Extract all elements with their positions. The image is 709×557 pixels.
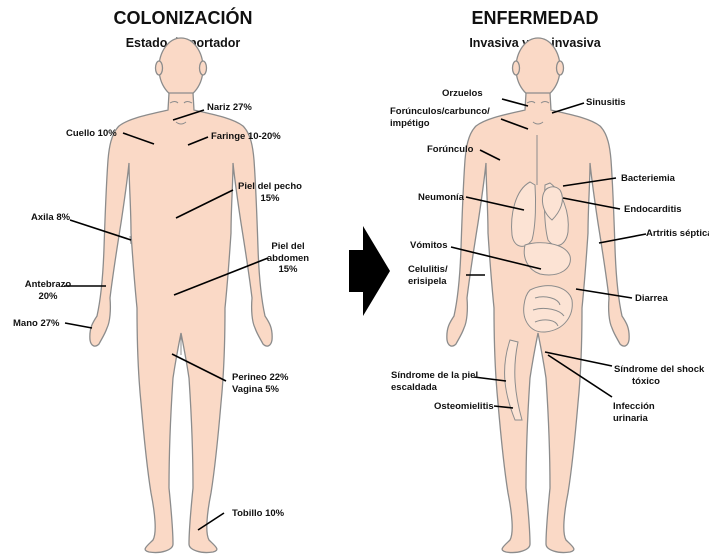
label-sindrome-piel-line2: escaldada: [391, 382, 478, 394]
label-nariz: Nariz 27%: [207, 102, 252, 114]
label-endocarditis: Endocarditis: [624, 204, 682, 216]
label-tobillo: Tobillo 10%: [232, 508, 284, 520]
label-neumonia: Neumonía: [418, 192, 464, 204]
label-forunculos: Forúnculos/carbunco/ impétigo: [390, 106, 490, 129]
label-piel-pecho-line1: Piel del pecho: [234, 181, 306, 193]
label-shock-line2: tóxico: [614, 376, 704, 388]
label-artritis: Artritis séptica: [646, 228, 709, 240]
label-diarrea: Diarrea: [635, 293, 668, 305]
label-faringe: Faringe 10-20%: [211, 131, 281, 143]
label-cuello: Cuello 10%: [66, 128, 117, 140]
label-piel-pecho: Piel del pecho 15%: [234, 181, 306, 204]
label-axila: Axila 8%: [31, 212, 70, 224]
label-piel-abdomen-line3: 15%: [266, 264, 310, 276]
label-infeccion-urinaria: Infección urinaria: [613, 401, 655, 424]
label-bacteriemia: Bacteriemia: [621, 173, 675, 185]
transition-arrow: [349, 226, 390, 316]
label-perineo: Perineo 22%: [232, 372, 289, 384]
label-celulitis-line2: erisipela: [408, 276, 448, 288]
label-osteomielitis: Osteomielitis: [434, 401, 494, 413]
label-sindrome-piel: Síndrome de la piel escaldada: [391, 370, 478, 393]
label-shock: Síndrome del shock tóxico: [614, 364, 704, 387]
label-piel-abdomen-line2: abdomen: [266, 253, 310, 265]
label-antebrazo-line1: Antebrazo: [22, 279, 74, 291]
label-celulitis: Celulitis/ erisipela: [408, 264, 448, 287]
label-forunculo: Forúnculo: [427, 144, 473, 156]
label-sinusitis: Sinusitis: [586, 97, 626, 109]
label-infeccion-urinaria-line2: urinaria: [613, 413, 655, 425]
label-forunculos-line2: impétigo: [390, 118, 490, 130]
label-perineo-vagina: Perineo 22% Vagina 5%: [232, 372, 289, 395]
label-mano: Mano 27%: [13, 318, 59, 330]
label-infeccion-urinaria-line1: Infección: [613, 401, 655, 413]
label-vomitos: Vómitos: [410, 240, 447, 252]
label-vagina: Vagina 5%: [232, 384, 289, 396]
label-celulitis-line1: Celulitis/: [408, 264, 448, 276]
label-sindrome-piel-line1: Síndrome de la piel: [391, 370, 478, 382]
label-orzuelos: Orzuelos: [442, 88, 483, 100]
label-forunculos-line1: Forúnculos/carbunco/: [390, 106, 490, 118]
left-body-figure: [90, 38, 272, 553]
label-piel-abdomen: Piel del abdomen 15%: [266, 241, 310, 276]
label-antebrazo: Antebrazo 20%: [22, 279, 74, 302]
label-antebrazo-line2: 20%: [22, 291, 74, 303]
label-piel-abdomen-line1: Piel del: [266, 241, 310, 253]
label-piel-pecho-line2: 15%: [234, 193, 306, 205]
label-shock-line1: Síndrome del shock: [614, 364, 704, 376]
